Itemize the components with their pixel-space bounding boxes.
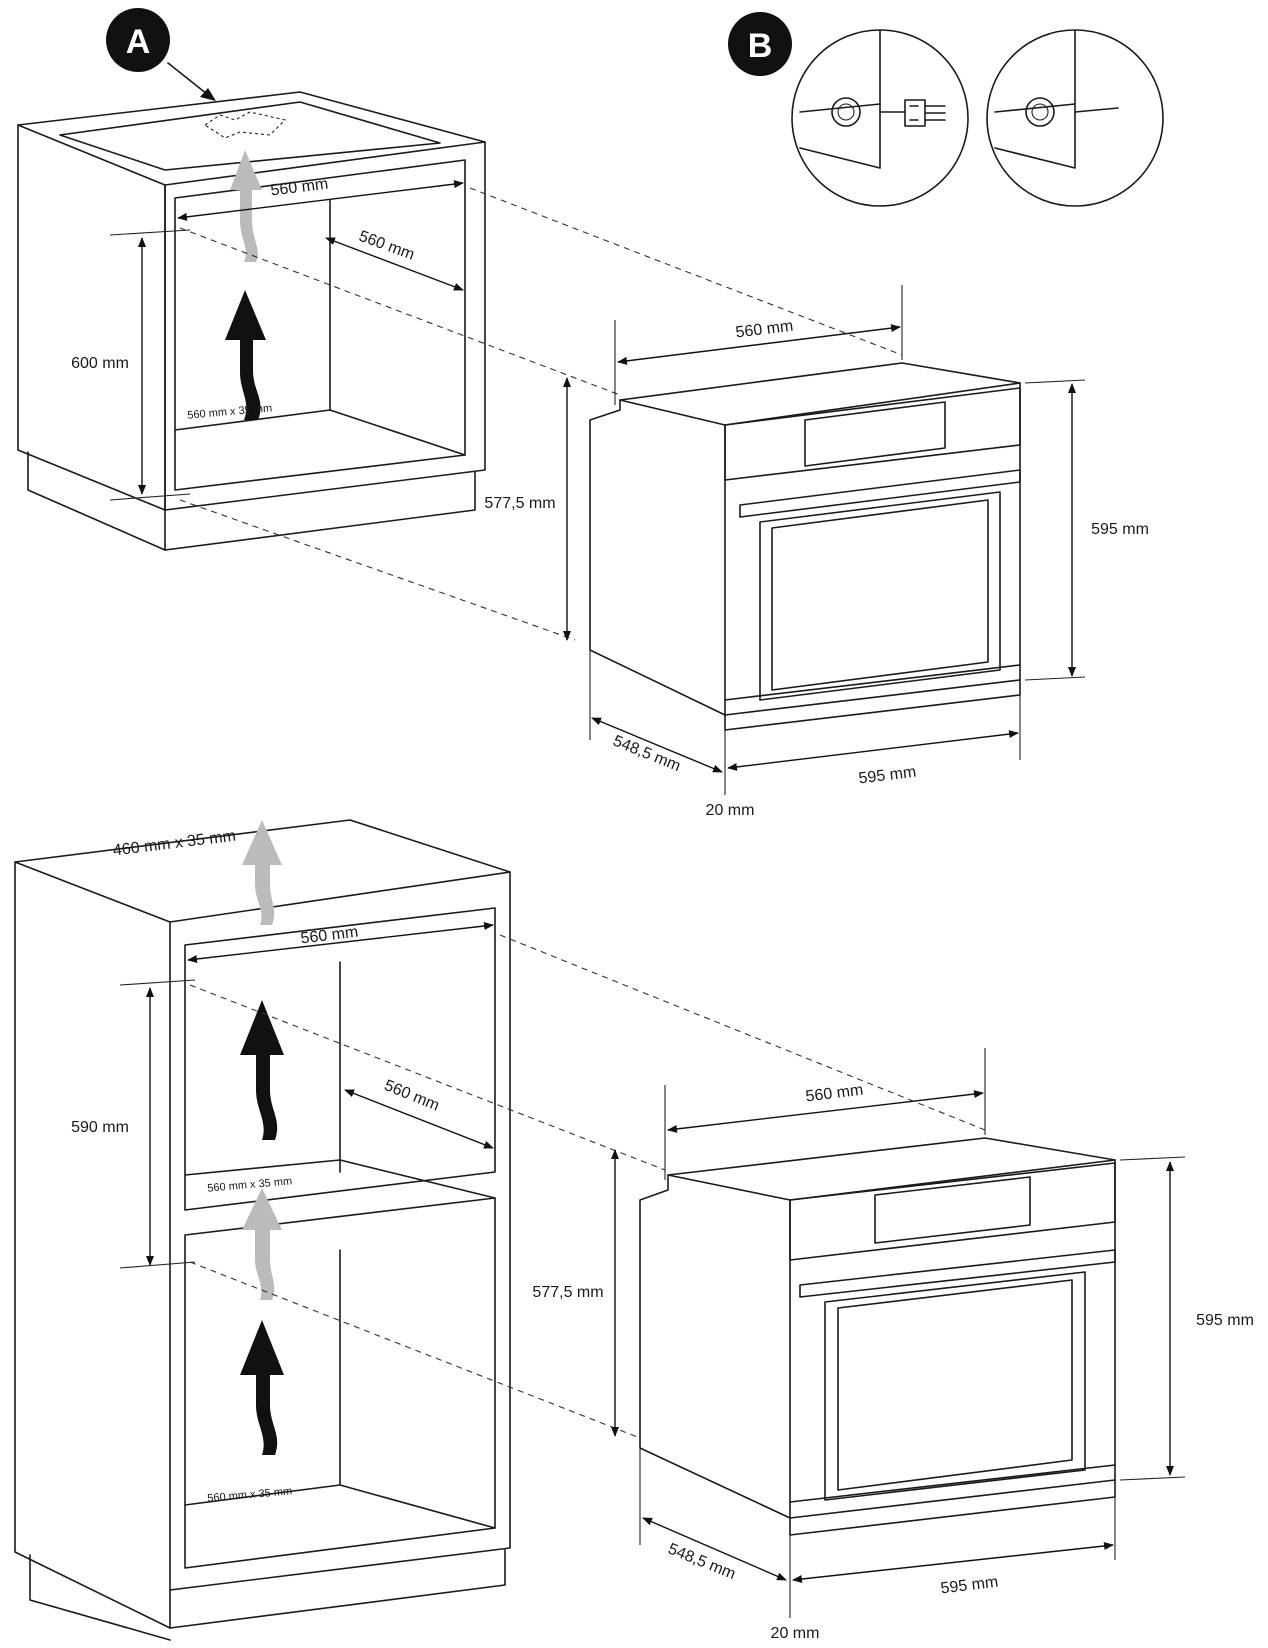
bottom-cabinet-bottom-vent-label: 560 mm x 35 mm [207, 1485, 293, 1504]
top-oven-depth-dim [591, 717, 723, 773]
bottom-oven-body-height-label: 577,5 mm [532, 1284, 603, 1301]
bottom-oven [639, 1137, 1116, 1536]
bottom-cabinet [14, 819, 511, 1641]
airflow-arrow-bottom-top-light [242, 820, 282, 925]
bottom-cabinet-width-dim [187, 922, 494, 963]
bottom-oven-width-dim [667, 1090, 984, 1133]
bottom-cabinet-depth-label: 560 mm [382, 1077, 442, 1114]
bottom-oven-width-label: 560 mm [805, 1082, 864, 1106]
bottom-oven-depth-label: 548,5 mm [666, 1541, 738, 1583]
top-oven-width-label: 560 mm [735, 318, 794, 342]
airflow-arrow-bottom-upper-dark [240, 1000, 284, 1140]
bottom-cabinet-width-label: 560 mm [300, 924, 359, 948]
bottom-oven-front-height-label: 595 mm [1196, 1312, 1254, 1329]
marker-b: B [728, 12, 792, 76]
plug-detail-after [986, 29, 1164, 207]
bottom-oven-front-width-label: 595 mm [940, 1574, 999, 1598]
airflow-arrow-top-dark [225, 290, 266, 420]
top-oven-depth-label: 548,5 mm [611, 733, 683, 775]
top-oven [589, 362, 1021, 731]
top-cabinet-depth-label: 560 mm [356, 228, 416, 264]
marker-a: A [106, 8, 216, 101]
top-oven-front-width-label: 595 mm [858, 764, 917, 788]
bottom-oven-depth-dim [642, 1517, 787, 1581]
top-cabinet-width-dim [177, 180, 464, 221]
plug-detail-before [791, 29, 969, 207]
top-oven-front-height-label: 595 mm [1091, 521, 1149, 538]
top-cabinet-depth-dim [325, 237, 464, 291]
top-oven-door-label: 20 mm [706, 802, 755, 819]
top-oven-width-dim [617, 324, 901, 365]
top-oven-front-width-dim [727, 730, 1019, 771]
bottom-cabinet-top-vent-label: 460 mm x 35 mm [112, 828, 237, 860]
airflow-arrow-top-light [230, 150, 262, 262]
top-oven-body-height-label: 577,5 mm [484, 495, 555, 512]
top-cabinet-height-label: 600 mm [71, 355, 129, 372]
marker-b-label: B [748, 27, 773, 65]
bottom-cabinet-height-label: 590 mm [71, 1119, 129, 1136]
bottom-cabinet-depth-dim [344, 1089, 494, 1149]
top-cabinet [17, 91, 486, 551]
bottom-oven-front-width-dim [792, 1542, 1114, 1583]
airflow-arrow-bottom-lower-dark [240, 1320, 284, 1455]
bottom-oven-door-label: 20 mm [771, 1625, 820, 1642]
marker-a-label: A [126, 23, 151, 61]
airflow-arrow-bottom-mid-light [242, 1188, 282, 1300]
top-cabinet-width-label: 560 mm [270, 176, 329, 200]
bottom-cabinet-mid-vent-label: 560 mm x 35 mm [207, 1175, 293, 1194]
